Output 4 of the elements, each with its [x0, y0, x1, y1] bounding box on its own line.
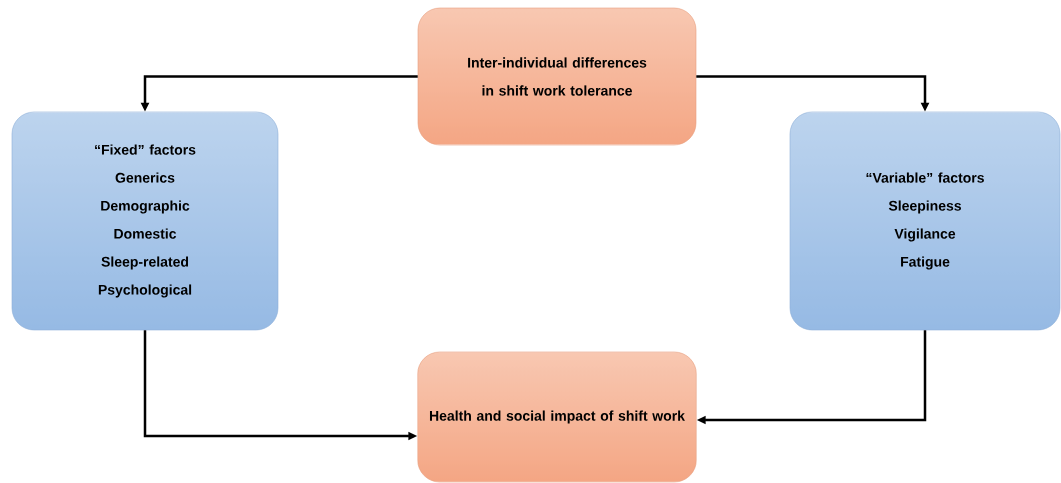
process-box: Health and social impact of shift work: [417, 351, 697, 483]
process-box: “Fixed” factors Generics Demographic Domestic Sleep-related Psychological: [11, 111, 279, 331]
process-box: Inter-individual differences in shift work tolerance: [417, 7, 697, 146]
process-box: “Variable” factors Sleepiness Vigilance Fatigue: [789, 111, 1061, 331]
